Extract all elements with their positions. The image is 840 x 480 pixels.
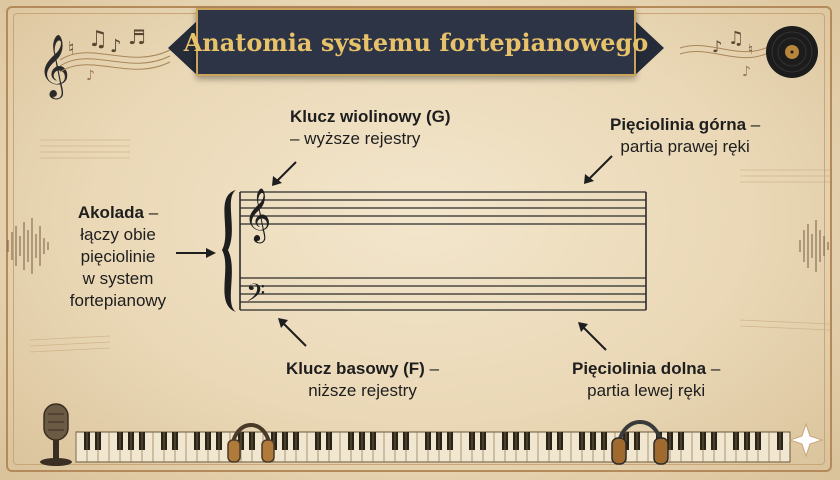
label-treble-clef-title: Klucz wiolinowy (G) — [290, 107, 451, 126]
music-notes-icon: ♮ ♫ ♪ ♬ ♪ — [68, 25, 146, 84]
brace — [222, 190, 236, 312]
sound-wave-right — [799, 220, 829, 272]
label-upper-staff-title: Pięciolinia górna — [610, 115, 747, 134]
headphones-icon — [611, 420, 669, 465]
lower-staff — [240, 277, 646, 311]
label-lower-staff-title: Pięciolinia dolna — [572, 359, 707, 378]
piano-keyboard-icon — [75, 431, 791, 463]
svg-text:♪: ♪ — [742, 64, 751, 80]
svg-text:♬: ♬ — [128, 25, 146, 49]
label-brace-desc-2: pięciolinie — [80, 247, 156, 266]
label-lower-staff-dash: – — [706, 359, 721, 378]
arrow-lower-staff — [581, 325, 607, 351]
bass-clef-symbol: 𝄢 — [246, 279, 265, 314]
page-title: Anatomia systemu fortepianowego — [183, 27, 649, 57]
upper-staff — [240, 191, 646, 225]
label-treble-clef-desc: – wyższe rejestry — [290, 129, 421, 148]
label-brace: Akolada – łączy obie pięciolinie w syste… — [62, 202, 174, 312]
arrow-treble-clef — [275, 161, 297, 183]
label-lower-staff-desc: partia lewej ręki — [587, 381, 706, 400]
vinyl-record-icon — [766, 26, 818, 78]
outer-frame — [6, 6, 832, 472]
microphone-icon — [40, 403, 72, 466]
label-bass-clef-title: Klucz basowy (F) — [286, 359, 425, 378]
label-bass-clef-dash: – — [424, 359, 440, 378]
headphones-icon — [227, 423, 275, 463]
banner-tail-right — [634, 20, 664, 76]
svg-text:𝄞: 𝄞 — [38, 34, 70, 100]
title-banner: Anatomia systemu fortepianowego — [184, 8, 648, 76]
label-brace-desc-3: w system — [82, 269, 154, 288]
svg-text:♪: ♪ — [86, 68, 95, 84]
banner-tail-left — [168, 20, 198, 76]
label-bass-clef-desc: niższe rejestry — [308, 381, 417, 400]
svg-text:♮: ♮ — [68, 38, 74, 59]
arrow-bass-clef — [281, 321, 307, 347]
label-lower-staff: Pięciolinia dolna – partia lewej ręki — [572, 358, 720, 402]
label-brace-desc-4: fortepianowy — [69, 291, 167, 310]
label-brace-dash: – — [143, 203, 159, 222]
sound-wave-left — [7, 218, 49, 274]
svg-text:♪: ♪ — [110, 36, 122, 57]
label-upper-staff: Pięciolinia górna – partia prawej ręki — [610, 114, 760, 158]
treble-clef-symbol: 𝄞 — [244, 187, 271, 243]
label-brace-title: Akolada — [77, 203, 144, 222]
label-brace-desc-1: łączy obie — [80, 225, 156, 244]
svg-text:♪: ♪ — [712, 37, 722, 56]
sparkle-icon — [788, 422, 824, 458]
svg-text:♫: ♫ — [728, 28, 744, 49]
label-treble-clef: Klucz wiolinowy (G) – wyższe rejestry — [290, 106, 451, 150]
arrow-upper-staff — [587, 155, 613, 181]
svg-text:♮: ♮ — [748, 42, 753, 58]
label-upper-staff-desc: partia prawej ręki — [620, 137, 750, 156]
music-notes-icon: ♪ ♫ ♮ ♪ — [712, 28, 753, 80]
treble-clef-icon: 𝄞 — [38, 34, 70, 100]
label-upper-staff-dash: – — [746, 115, 761, 134]
svg-text:♫: ♫ — [88, 27, 108, 52]
label-bass-clef: Klucz basowy (F) – niższe rejestry — [286, 358, 439, 402]
